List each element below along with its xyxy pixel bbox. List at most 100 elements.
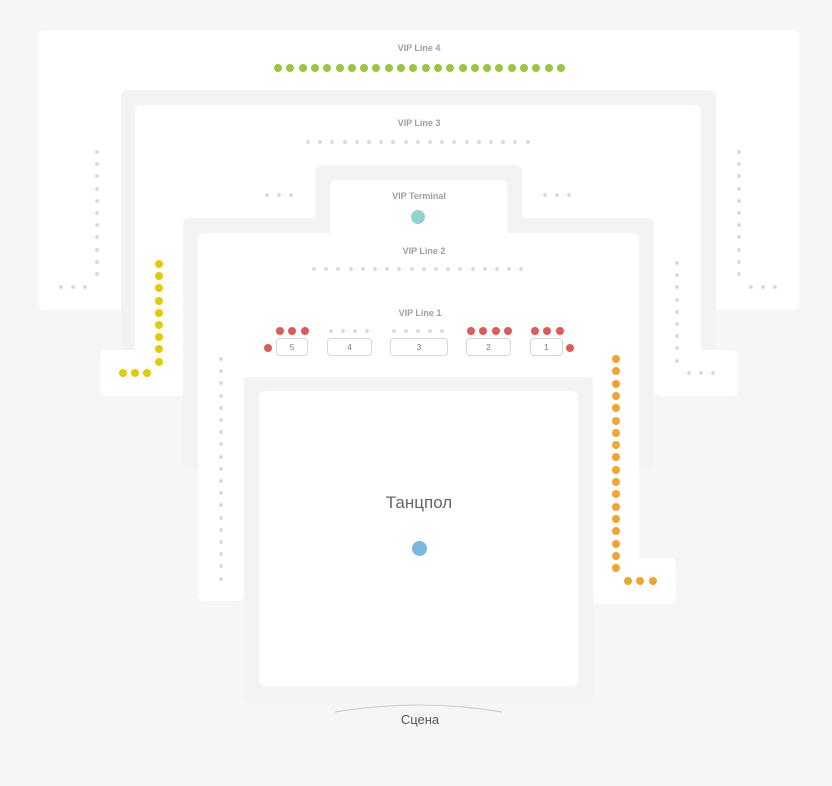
seat-table-5[interactable] — [300, 327, 309, 335]
seat-left-inner-column — [219, 552, 223, 557]
table-4[interactable]: 4 — [327, 338, 372, 356]
seat-orange-row[interactable] — [624, 577, 632, 585]
vip-line-3-label: VIP Line 3 — [397, 118, 441, 128]
seat-vip-line-4[interactable] — [274, 64, 282, 72]
seat-orange-column[interactable] — [612, 478, 620, 486]
seat-vip-line-4[interactable] — [470, 64, 479, 72]
seat-orange-column[interactable] — [612, 551, 620, 560]
seat-orange-column[interactable] — [612, 441, 620, 450]
seat-vip-line-4[interactable] — [520, 64, 528, 72]
seat-vip-line-4[interactable] — [286, 64, 295, 72]
seat-orange-row[interactable] — [636, 577, 645, 585]
seat-right-column — [737, 247, 741, 252]
seat-vip-line-4[interactable] — [335, 64, 344, 72]
seat-left-column-bottom — [83, 285, 87, 289]
seat-yellow-column[interactable] — [155, 272, 163, 281]
seat-left-column — [95, 223, 99, 228]
seat-vip-line-4[interactable] — [495, 64, 504, 72]
seat-orange-column[interactable] — [612, 404, 620, 413]
seat-vip-terminal[interactable] — [411, 210, 425, 224]
seat-orange-column[interactable] — [612, 539, 620, 548]
seat-yellow-column[interactable] — [155, 296, 163, 305]
seat-table-3 — [404, 329, 408, 333]
seat-vip-line-4[interactable] — [458, 64, 467, 72]
seat-yellow-column[interactable] — [155, 333, 163, 342]
seat-yellow-column[interactable] — [155, 260, 163, 268]
seat-right-column — [737, 235, 741, 240]
seat-vip-line-3 — [318, 140, 323, 144]
seat-vip-line-4[interactable] — [397, 64, 405, 72]
seat-table-2[interactable] — [479, 327, 488, 335]
seat-yellow-row[interactable] — [143, 369, 151, 377]
dance-floor-marker[interactable] — [411, 540, 427, 556]
seat-table-1[interactable] — [531, 327, 539, 335]
seat-vip-line-4[interactable] — [310, 64, 319, 72]
seat-orange-column[interactable] — [612, 453, 620, 462]
seat-table-4 — [329, 329, 333, 333]
stage-arc — [334, 704, 503, 713]
seat-orange-column[interactable] — [612, 355, 620, 363]
seat-vip-line-4[interactable] — [532, 64, 541, 72]
seat-orange-column[interactable] — [612, 502, 620, 511]
seat-vip-line-4[interactable] — [372, 64, 381, 72]
seat-yellow-column[interactable] — [155, 357, 163, 366]
seat-vip-line-4[interactable] — [433, 64, 442, 72]
seat-vip-line-2 — [373, 267, 377, 271]
seat-vip-line-4[interactable] — [446, 64, 455, 72]
seat-right-column-bottom — [761, 285, 765, 289]
seat-table-1-side[interactable] — [566, 344, 574, 352]
seat-orange-column[interactable] — [612, 367, 620, 376]
seat-orange-column[interactable] — [612, 391, 620, 400]
seat-table-1[interactable] — [543, 327, 552, 335]
seat-vip-line-3 — [391, 140, 396, 144]
seat-orange-column[interactable] — [612, 514, 620, 523]
seat-table-2[interactable] — [467, 327, 475, 335]
seat-vip-line-3 — [525, 140, 530, 144]
seat-table-2[interactable] — [491, 327, 500, 335]
seat-yellow-column[interactable] — [155, 321, 163, 329]
seat-orange-column[interactable] — [612, 428, 620, 437]
seat-right-column — [737, 150, 741, 154]
table-1[interactable]: 1 — [530, 338, 563, 356]
seat-vip-line-4[interactable] — [409, 64, 418, 72]
seat-vip-line-4[interactable] — [544, 64, 553, 72]
seat-vip-line-4[interactable] — [298, 64, 307, 72]
seat-yellow-column[interactable] — [155, 345, 163, 354]
seat-vip-line-4[interactable] — [347, 64, 356, 72]
seat-vip-line-4[interactable] — [507, 64, 516, 72]
seat-orange-column[interactable] — [612, 527, 620, 536]
seat-yellow-column[interactable] — [155, 284, 163, 293]
table-2[interactable]: 2 — [466, 338, 511, 356]
seat-vip-line-4[interactable] — [360, 64, 369, 72]
seat-vip-line-3 — [354, 140, 359, 144]
seat-right-inner-column — [675, 309, 679, 314]
seat-orange-column[interactable] — [612, 379, 620, 388]
seat-table-4 — [341, 329, 345, 333]
seat-vip-line-3 — [330, 140, 335, 144]
table-5[interactable]: 5 — [276, 338, 308, 356]
seat-orange-column[interactable] — [612, 416, 620, 425]
seat-table-5[interactable] — [288, 327, 297, 335]
seat-orange-row[interactable] — [648, 577, 657, 585]
seat-vip-line-3 — [379, 140, 384, 144]
seat-table-5[interactable] — [276, 327, 284, 335]
seat-yellow-row[interactable] — [131, 369, 139, 377]
seat-table-2[interactable] — [503, 327, 512, 335]
seat-yellow-column[interactable] — [155, 308, 163, 317]
seat-yellow-row[interactable] — [119, 369, 127, 377]
seat-vip-line-4[interactable] — [384, 64, 393, 72]
seat-orange-column[interactable] — [612, 465, 620, 474]
table-3[interactable]: 3 — [390, 338, 448, 356]
seat-orange-column[interactable] — [612, 564, 620, 573]
seat-vip-line-4[interactable] — [421, 64, 430, 72]
seat-left-inner-column — [219, 503, 223, 508]
seat-orange-column[interactable] — [612, 490, 620, 499]
seat-vip-line-4[interactable] — [556, 64, 565, 72]
seat-vip-line-2 — [409, 267, 414, 271]
seat-vip-line-4[interactable] — [323, 64, 332, 72]
dance-floor-area[interactable] — [259, 391, 578, 686]
seat-vip-line-3-left — [277, 193, 281, 197]
seat-vip-line-4[interactable] — [483, 64, 492, 72]
seat-table-1[interactable] — [555, 327, 564, 335]
seat-table-5-side[interactable] — [264, 344, 272, 352]
